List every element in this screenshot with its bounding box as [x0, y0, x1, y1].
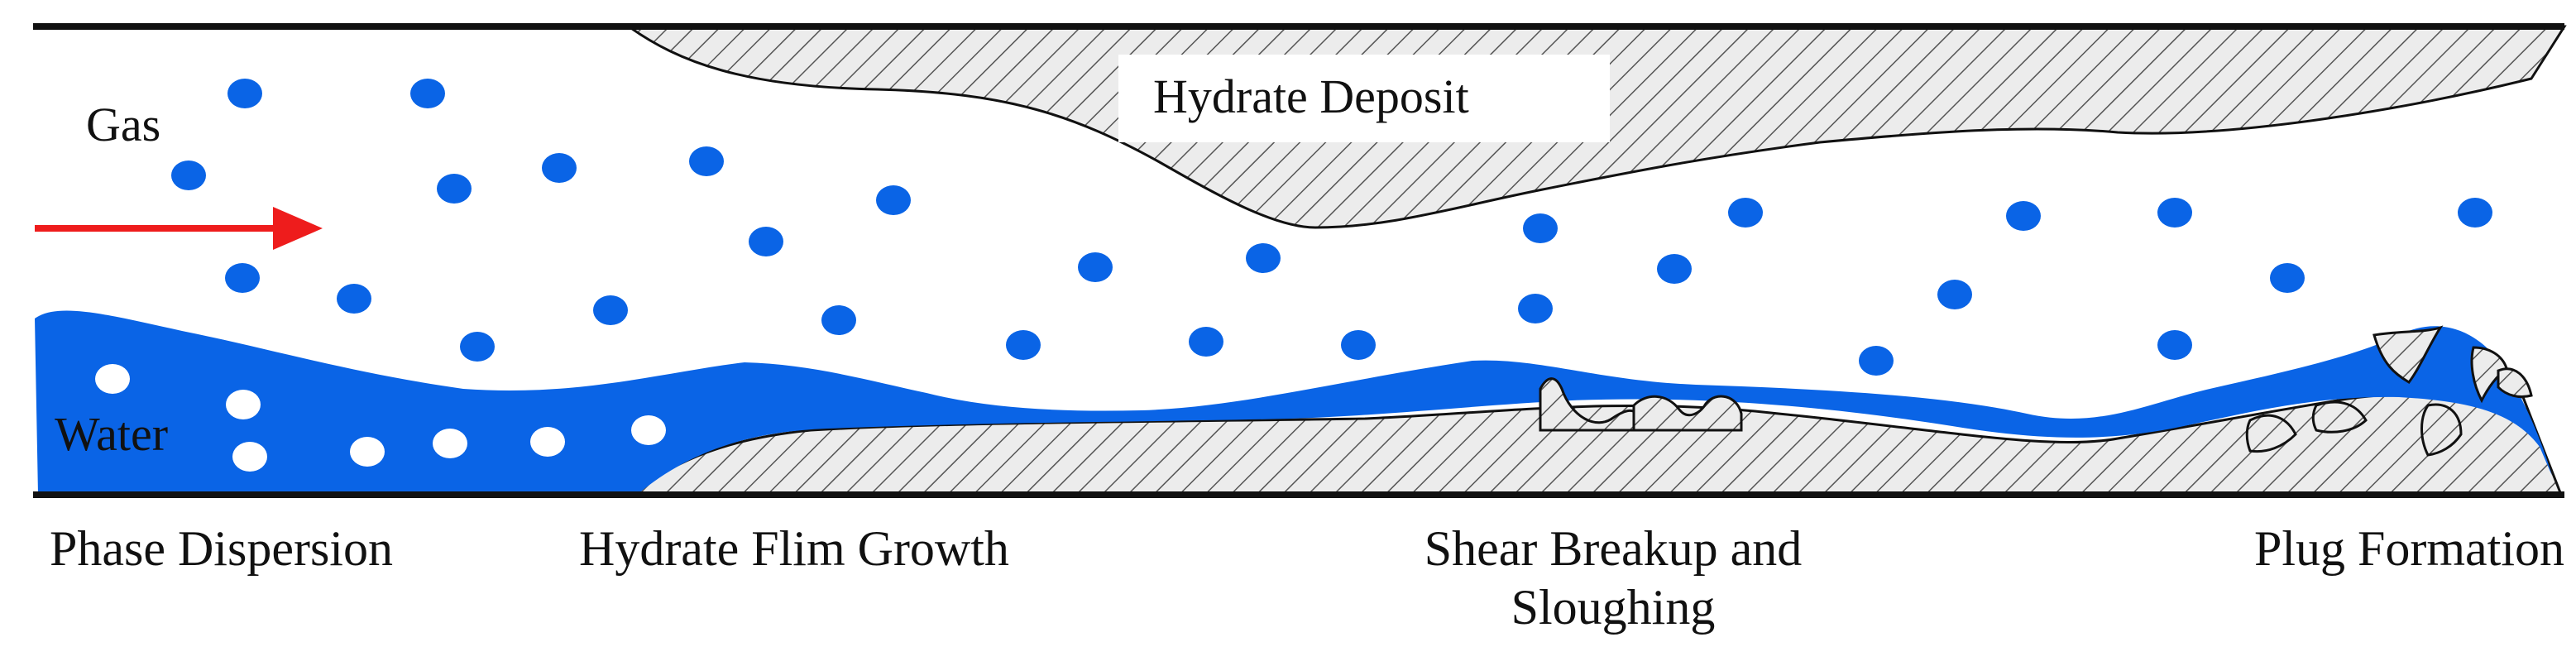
- stage-3-line-2: Sloughing: [1511, 579, 1716, 635]
- stage-3-line-1: Shear Breakup and: [1424, 521, 1803, 576]
- hydrate-deposit-label-box: [1118, 55, 1610, 142]
- hydrate-deposit-label: Hydrate Deposit: [1153, 69, 1469, 123]
- stage-plug-formation-label: Plug Formation: [2167, 520, 2564, 578]
- stage-hydrate-film-growth-label: Hydrate Flim Growth: [579, 520, 1092, 578]
- water-layer: [35, 310, 2552, 495]
- gas-label: Gas: [86, 98, 161, 151]
- stage-2-line-1: Hydrate Flim Growth: [579, 521, 1009, 576]
- gas-bubbles: [171, 79, 2492, 376]
- sloughing-notches: [1539, 377, 1743, 432]
- flow-direction-arrow-icon: [35, 207, 323, 250]
- stage-phase-dispersion-label: Phase Dispersion: [50, 520, 463, 578]
- stage-1-line-1: Phase Dispersion: [50, 521, 393, 576]
- stage-shear-breakup-label: Shear Breakup and Sloughing: [1357, 520, 1870, 637]
- water-label: Water: [55, 407, 169, 461]
- stage-4-line-1: Plug Formation: [2253, 521, 2564, 576]
- water-droplets: [95, 364, 666, 472]
- plug-fragments: [2245, 325, 2533, 457]
